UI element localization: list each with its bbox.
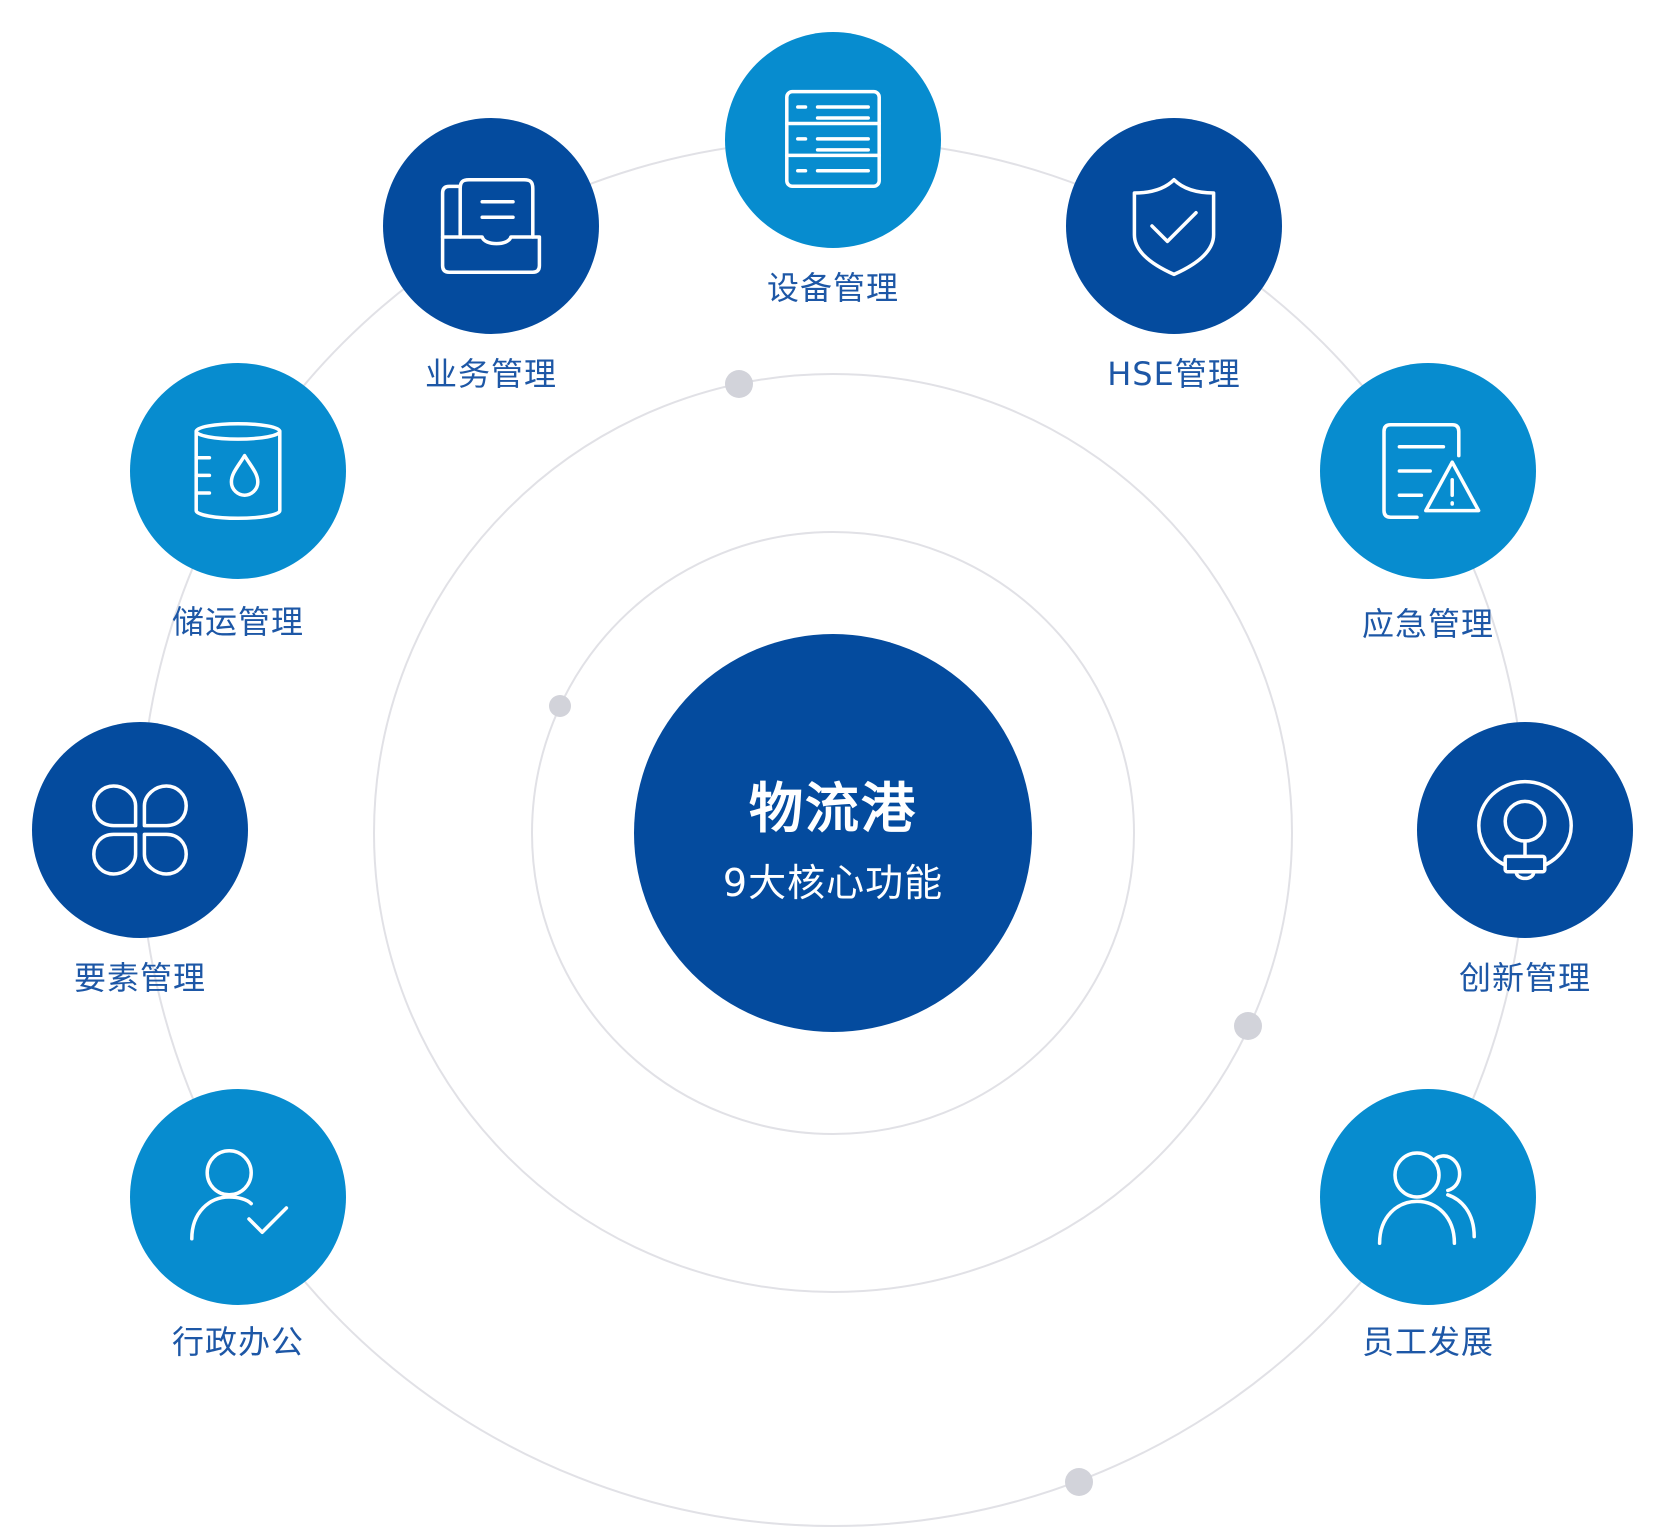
module-label: 储运管理 bbox=[171, 603, 304, 641]
module-node-innovation[interactable] bbox=[1417, 722, 1633, 938]
module-node-staff[interactable] bbox=[1320, 1089, 1536, 1305]
four-petal-icon bbox=[92, 784, 188, 876]
inner-ring bbox=[531, 531, 1135, 1135]
users-group-icon bbox=[1377, 1151, 1476, 1245]
server-list-icon bbox=[785, 89, 881, 188]
module-node-elements[interactable] bbox=[32, 722, 248, 938]
orbit-dot bbox=[1234, 1012, 1262, 1040]
shield-check-icon bbox=[1132, 178, 1216, 277]
module-node-equipment[interactable] bbox=[725, 32, 941, 248]
module-label: HSE管理 bbox=[1107, 355, 1241, 393]
center-hub: 物流港 9大核心功能 bbox=[634, 634, 1032, 1032]
center-title: 物流港 bbox=[749, 777, 917, 840]
center-subtitle: 9大核心功能 bbox=[722, 861, 944, 905]
middle-ring bbox=[373, 373, 1293, 1293]
module-node-emergency[interactable] bbox=[1320, 363, 1536, 579]
user-check-icon bbox=[190, 1149, 289, 1241]
module-node-hse[interactable] bbox=[1066, 118, 1282, 334]
module-label: 员工发展 bbox=[1361, 1323, 1494, 1361]
module-label: 业务管理 bbox=[424, 355, 557, 393]
module-label: 行政办公 bbox=[171, 1323, 304, 1361]
oil-tank-icon bbox=[194, 421, 282, 521]
module-label: 要素管理 bbox=[73, 959, 206, 997]
module-label: 应急管理 bbox=[1361, 605, 1494, 643]
document-warning-icon bbox=[1382, 423, 1481, 519]
lightbulb-icon bbox=[1477, 779, 1573, 881]
module-label: 创新管理 bbox=[1458, 959, 1591, 997]
orbit-dot bbox=[549, 695, 571, 717]
document-tray-icon bbox=[440, 178, 542, 274]
module-node-storage[interactable] bbox=[130, 363, 346, 579]
orbit-dot bbox=[1065, 1468, 1093, 1496]
module-label: 设备管理 bbox=[766, 269, 899, 307]
orbit-dot bbox=[725, 370, 753, 398]
module-node-admin[interactable] bbox=[130, 1089, 346, 1305]
module-node-business[interactable] bbox=[383, 118, 599, 334]
